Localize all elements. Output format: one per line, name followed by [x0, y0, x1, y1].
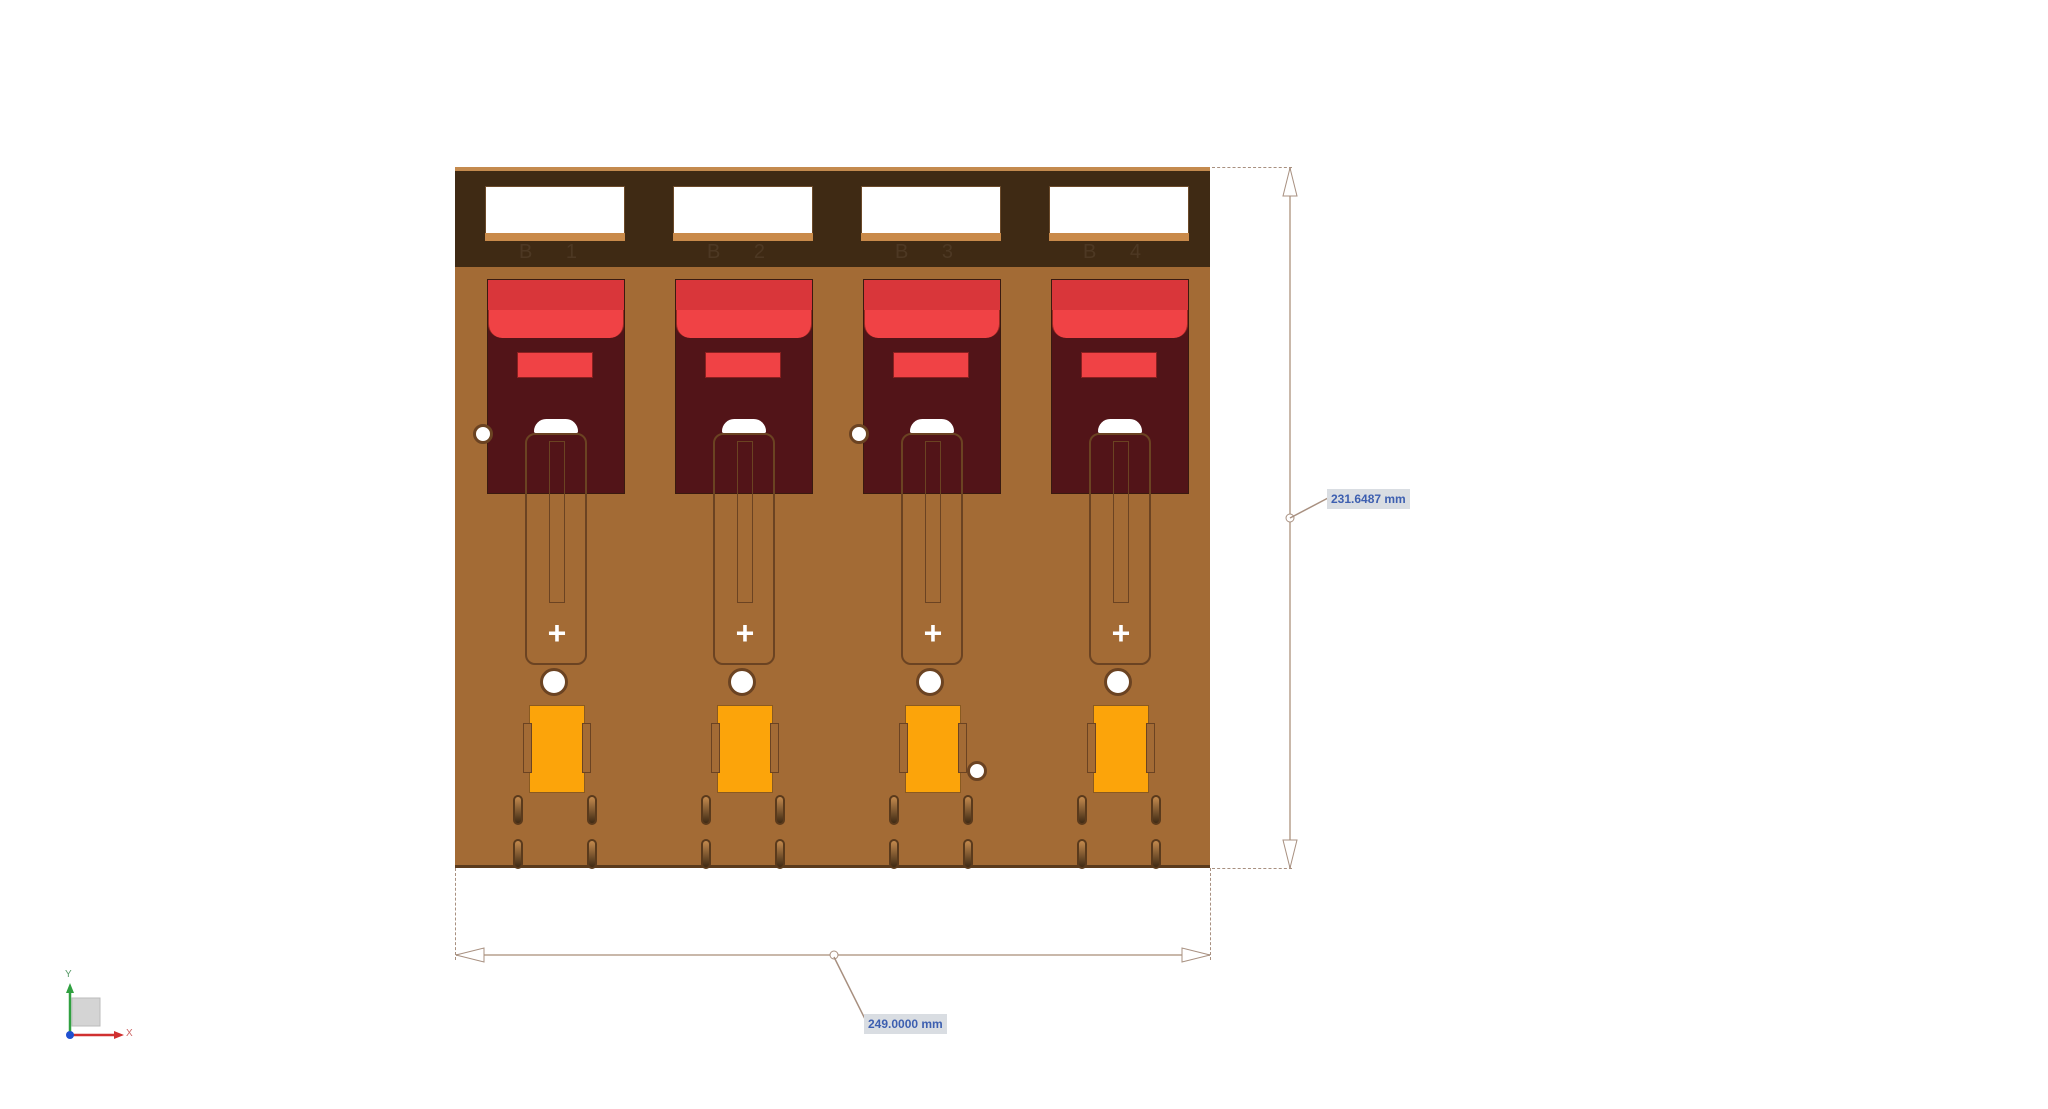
terminal-pin — [1077, 795, 1087, 825]
slot-2[interactable]: B 2 + — [643, 171, 831, 871]
terminal-pin — [701, 839, 711, 869]
housing-top — [1052, 280, 1188, 310]
contact-rail — [549, 441, 565, 603]
mount-hole — [849, 424, 869, 444]
slot-3[interactable]: B 3 + — [831, 171, 1019, 871]
terminal-pin — [1151, 795, 1161, 825]
housing-window — [517, 352, 593, 378]
locator-hole — [1104, 668, 1132, 696]
battery-contact-slot: + — [1089, 433, 1151, 665]
housing-latch — [488, 310, 624, 338]
height-dimension-line[interactable] — [1270, 160, 1310, 876]
connector-housing[interactable] — [863, 279, 1001, 494]
leader-line — [833, 956, 867, 1022]
housing-top — [676, 280, 812, 310]
contact-nub — [722, 419, 766, 433]
fuse-tab-right — [582, 723, 591, 773]
battery-contact-slot: + — [713, 433, 775, 665]
plus-icon: + — [923, 615, 943, 651]
housing-window — [893, 352, 969, 378]
fuse-tab-left — [1087, 723, 1096, 773]
terminal-pin — [513, 839, 523, 869]
terminal-pin — [889, 839, 899, 869]
terminal-pin — [587, 795, 597, 825]
plus-icon: + — [547, 615, 567, 651]
window-sill — [673, 233, 813, 241]
fuse-block[interactable] — [717, 705, 773, 793]
contact-nub — [534, 419, 578, 433]
connector-housing[interactable] — [1051, 279, 1189, 494]
slot-4[interactable]: B 4 + — [1019, 171, 1207, 871]
width-dimension-label[interactable]: 249.0000 mm — [864, 1014, 947, 1034]
connector-housing[interactable] — [675, 279, 813, 494]
housing-window — [1081, 352, 1157, 378]
x-axis-label: X — [126, 1028, 133, 1039]
contact-rail — [1113, 441, 1129, 603]
terminal-pin — [963, 839, 973, 869]
locator-hole — [728, 668, 756, 696]
plate-body[interactable]: B 1 + B 2 — [455, 167, 1210, 871]
window-sill — [1049, 233, 1189, 241]
locator-hole — [540, 668, 568, 696]
extension-line — [1210, 868, 1211, 960]
terminal-pin — [587, 839, 597, 869]
slot-label: B 2 — [706, 241, 780, 263]
label-window — [861, 186, 1001, 234]
fuse-tab-right — [770, 723, 779, 773]
plus-icon: + — [735, 615, 755, 651]
triad-icon — [66, 983, 124, 1039]
terminal-pin — [963, 795, 973, 825]
housing-top — [864, 280, 1000, 310]
terminal-pin — [889, 795, 899, 825]
contact-nub — [910, 419, 954, 433]
leader-line — [1289, 497, 1329, 519]
terminal-pin — [513, 795, 523, 825]
terminal-pin — [775, 795, 785, 825]
fuse-tab-left — [899, 723, 908, 773]
battery-contact-slot: + — [525, 433, 587, 665]
housing-latch — [1052, 310, 1188, 338]
mount-hole — [967, 761, 987, 781]
housing-window — [705, 352, 781, 378]
plus-icon: + — [1111, 615, 1131, 651]
terminal-pin — [701, 795, 711, 825]
extension-line — [455, 868, 456, 960]
battery-contact-slot: + — [901, 433, 963, 665]
slot-label: B 4 — [1082, 241, 1156, 263]
slot-label: B 1 — [518, 241, 592, 263]
extension-line — [1212, 167, 1292, 168]
housing-latch — [676, 310, 812, 338]
terminal-pin — [775, 839, 785, 869]
contact-rail — [925, 441, 941, 603]
extension-line — [1212, 868, 1292, 869]
fuse-tab-left — [523, 723, 532, 773]
fuse-block[interactable] — [529, 705, 585, 793]
fuse-tab-right — [1146, 723, 1155, 773]
contact-rail — [737, 441, 753, 603]
housing-top — [488, 280, 624, 310]
contact-nub — [1098, 419, 1142, 433]
housing-latch — [864, 310, 1000, 338]
fuse-block[interactable] — [905, 705, 961, 793]
connector-housing[interactable] — [487, 279, 625, 494]
slot-1[interactable]: B 1 + — [455, 171, 643, 871]
slot-label: B 3 — [894, 241, 968, 263]
mount-hole — [473, 424, 493, 444]
axis-triad[interactable]: Y X — [60, 969, 140, 1045]
terminal-pin — [1151, 839, 1161, 869]
label-window — [485, 186, 625, 234]
fuse-block[interactable] — [1093, 705, 1149, 793]
width-dimension-line[interactable] — [450, 940, 1216, 970]
fuse-tab-left — [711, 723, 720, 773]
y-axis-label: Y — [65, 969, 72, 980]
height-dimension-label[interactable]: 231.6487 mm — [1327, 489, 1410, 509]
window-sill — [485, 233, 625, 241]
label-window — [673, 186, 813, 234]
locator-hole — [916, 668, 944, 696]
terminal-pin — [1077, 839, 1087, 869]
fuse-tab-right — [958, 723, 967, 773]
label-window — [1049, 186, 1189, 234]
window-sill — [861, 233, 1001, 241]
